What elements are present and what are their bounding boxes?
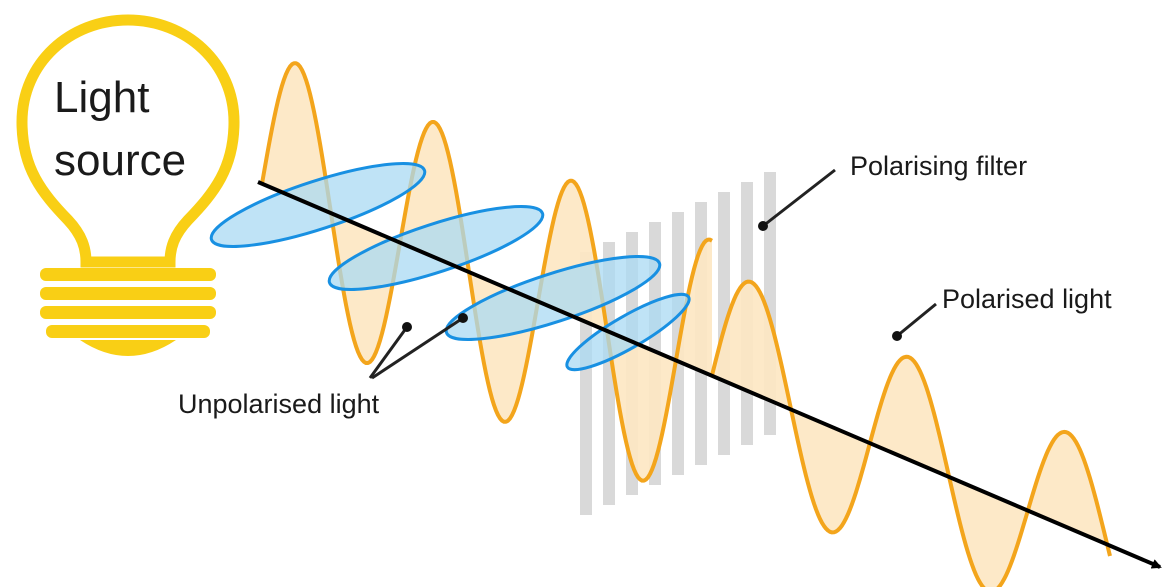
polarised-light-callout: Polarised light: [892, 284, 1112, 341]
unpolarised-horizontal-wave: [209, 162, 691, 372]
unpolarised-wave-stroke: [260, 61, 713, 483]
unpolarised-light-callout: Unpolarised light: [178, 313, 468, 419]
polarised-wave-stroke: [710, 279, 1112, 587]
polarised-wave-fill: [712, 281, 1110, 587]
horizontal-wave-loop: [209, 162, 427, 248]
light-bulb-icon: Light source: [16, 14, 240, 356]
light-source-label-line2: source: [54, 136, 186, 185]
filter-slat: [603, 242, 615, 505]
unpolarised-light-label: Unpolarised light: [178, 389, 380, 419]
polarised-wave: [710, 279, 1112, 587]
polarising-filter-callout: Polarising filter: [758, 151, 1027, 231]
horizontal-wave-loop: [327, 205, 545, 291]
light-source-label-line1: Light: [54, 73, 149, 122]
horizontal-wave-loop: [565, 292, 691, 372]
polarising-filter-label: Polarising filter: [850, 151, 1027, 181]
horizontal-wave-loop: [444, 255, 662, 341]
polarised-light-label: Polarised light: [942, 284, 1112, 314]
propagation-axis-arrow: [257, 180, 1162, 569]
